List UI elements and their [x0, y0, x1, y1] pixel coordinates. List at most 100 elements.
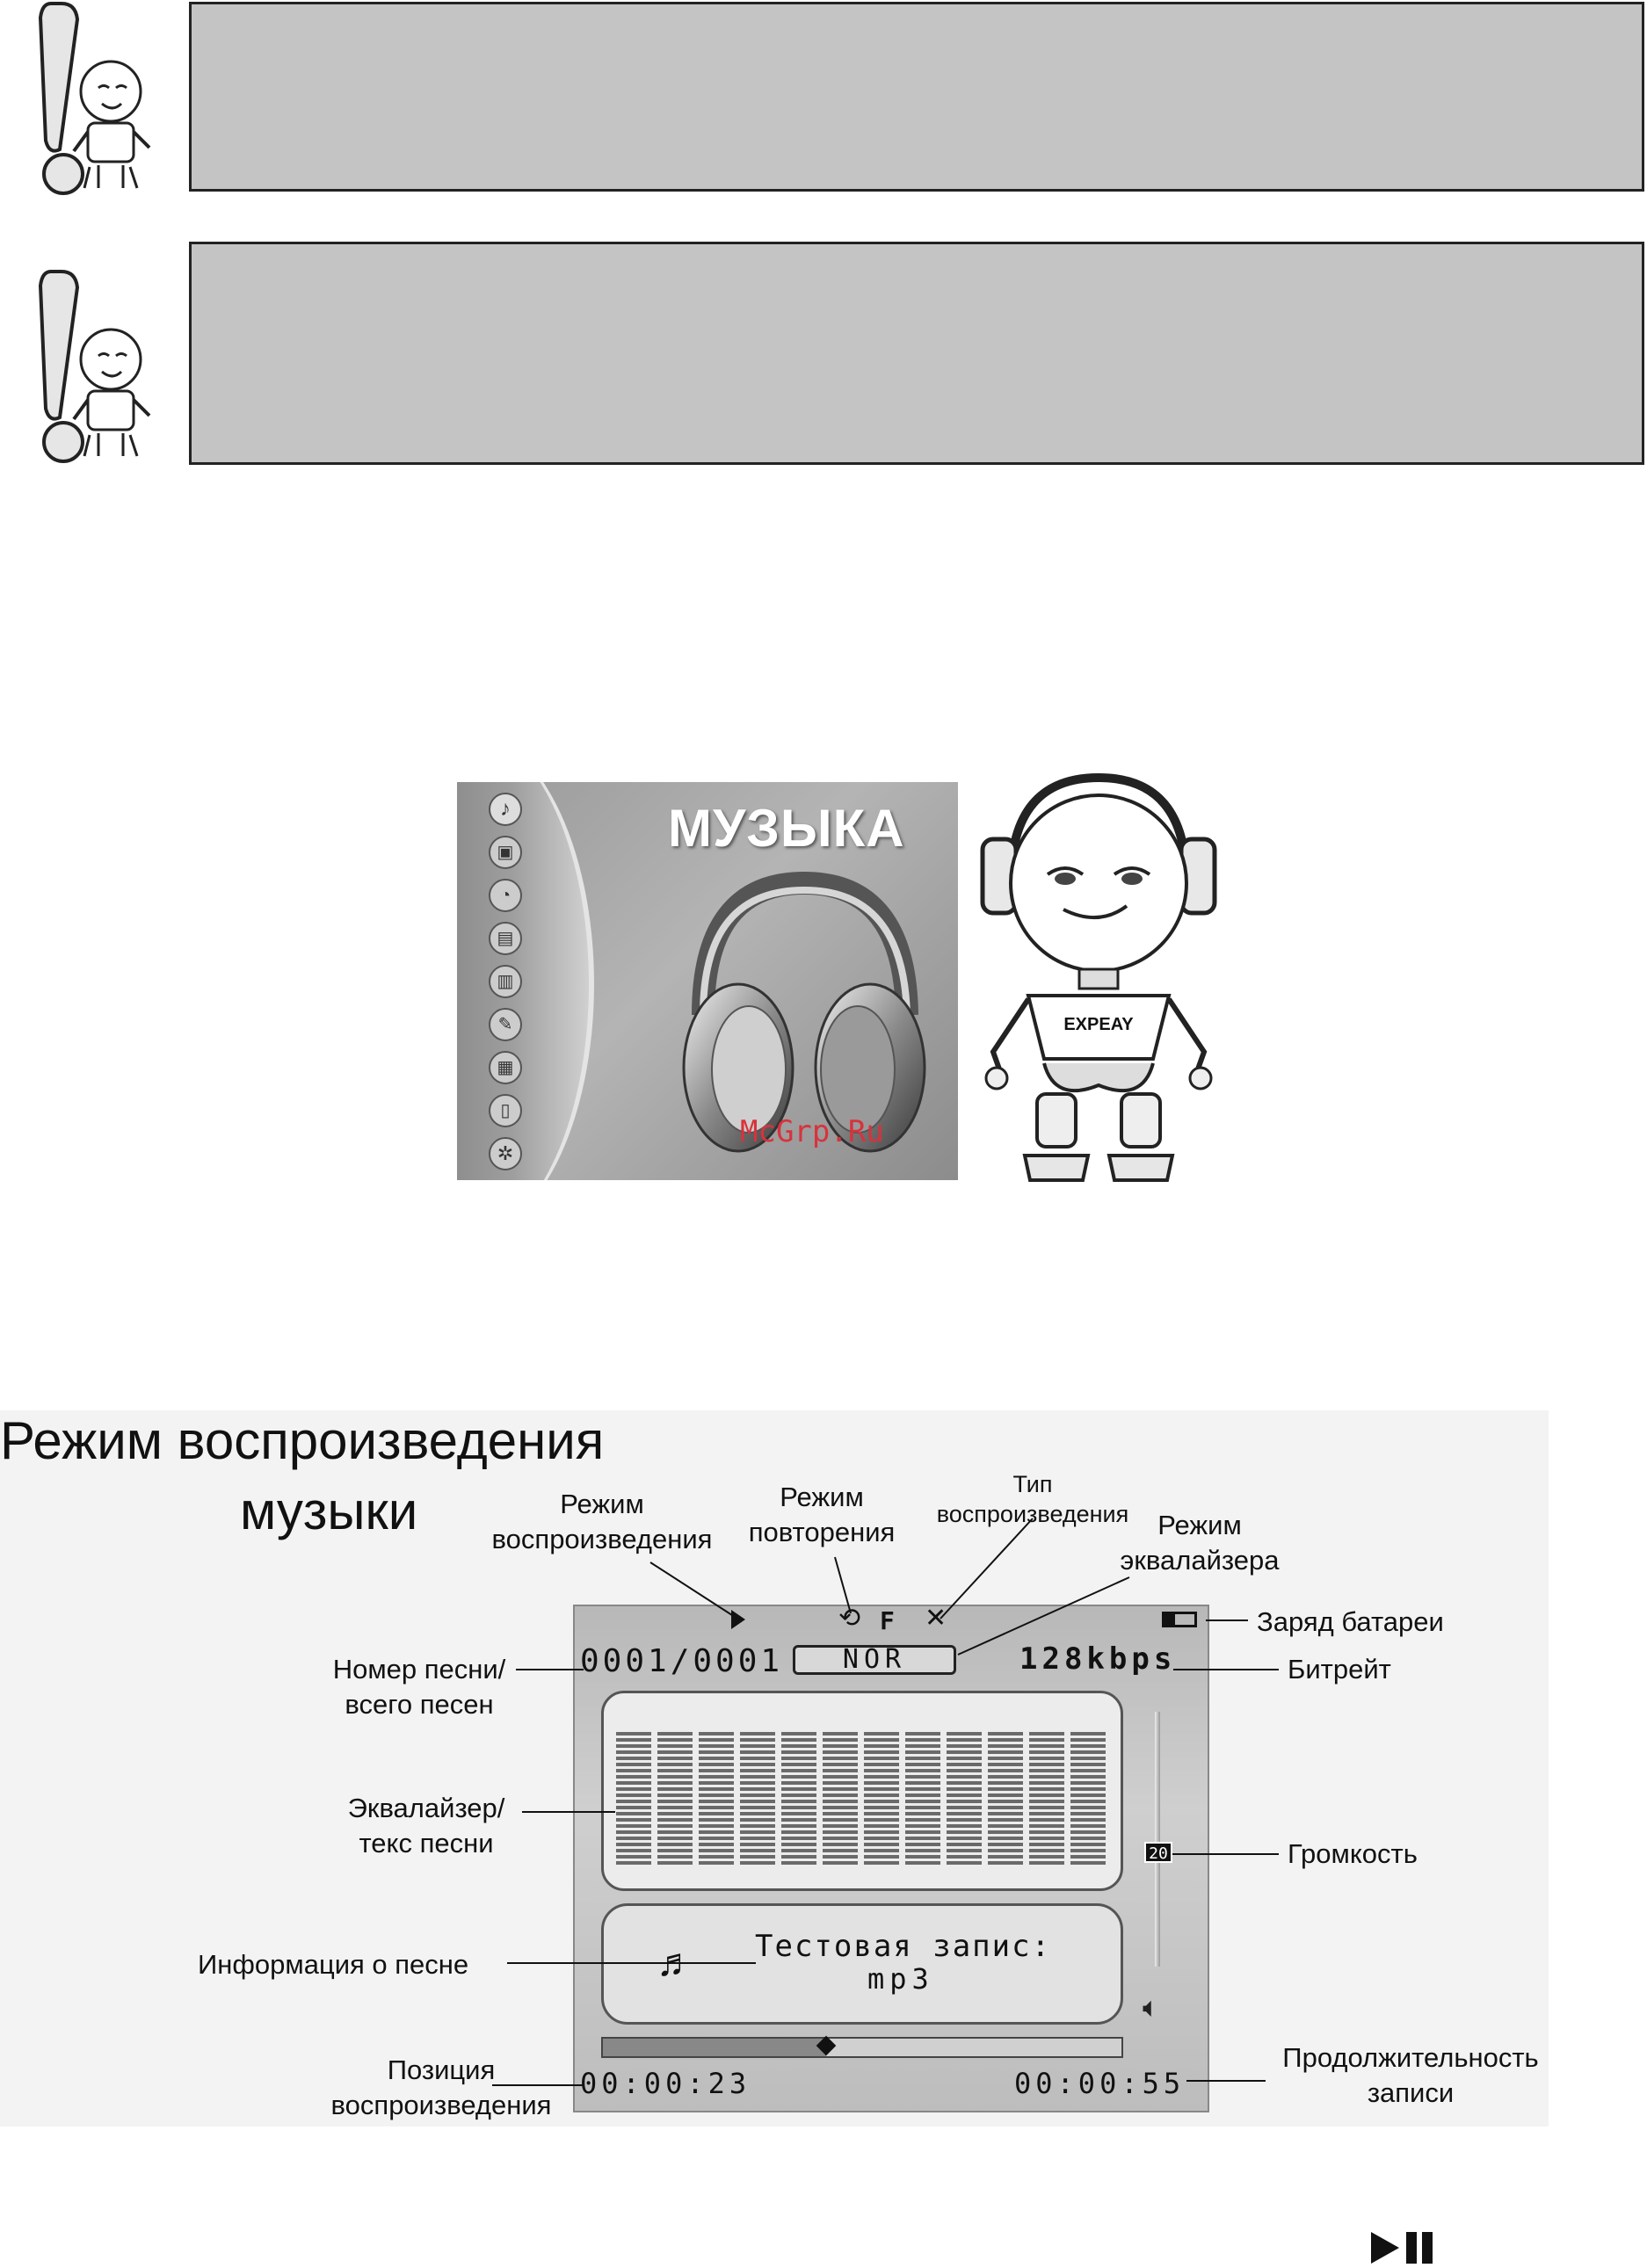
eq-segment [781, 1775, 816, 1779]
eq-segment [781, 1812, 816, 1815]
eq-segment [781, 1757, 816, 1760]
progress-bar[interactable] [601, 2035, 1123, 2058]
eq-segment [988, 1781, 1023, 1785]
music-note-icon[interactable]: ♪ [489, 793, 522, 826]
eq-segment [823, 1830, 858, 1834]
ebook-icon[interactable]: ▥ [489, 965, 522, 998]
menu-icon-column: ♪ ▣ ◔ ▤ ▥ ✎ ▦ ▯ ✲ [489, 793, 526, 1179]
menu-sidebar [457, 782, 594, 1180]
robot-shirt-logo: EXPEAY [1063, 1015, 1134, 1034]
eq-segment [823, 1855, 858, 1859]
eq-segment [864, 1843, 899, 1846]
player-lcd-screen: ⟲ F ✕ 0001/0001 NOR 128kbps 20 🔈︎ ♬ Тест… [573, 1604, 1209, 2112]
settings-icon[interactable]: ✲ [489, 1137, 522, 1170]
eq-segment [1070, 1855, 1106, 1859]
eq-segment [864, 1793, 899, 1797]
eq-segment [740, 1763, 775, 1766]
eq-segment [657, 1775, 693, 1779]
eq-mode-badge[interactable]: NOR [793, 1645, 956, 1675]
eq-segment [699, 1787, 734, 1791]
eq-segment [988, 1775, 1023, 1779]
eq-segment [657, 1744, 693, 1748]
eq-segment [1029, 1750, 1064, 1754]
eq-segment [781, 1769, 816, 1772]
eq-segment [781, 1806, 816, 1809]
eq-segment [781, 1800, 816, 1803]
eq-segment [616, 1738, 651, 1742]
eq-segment [1029, 1812, 1064, 1815]
eq-segment [823, 1732, 858, 1735]
eq-segment [616, 1861, 651, 1865]
robot-mascot-illustration: EXPEAY [980, 772, 1217, 1182]
shuffle-icon[interactable]: ✕ [925, 1604, 947, 1633]
eq-segment [699, 1849, 734, 1852]
repeat-mode-letter: F [880, 1606, 895, 1635]
volume-slider-track[interactable] [1155, 1712, 1160, 1967]
eq-segment [864, 1744, 899, 1748]
explorer-icon[interactable]: ▯ [489, 1094, 522, 1127]
eq-segment [740, 1824, 775, 1828]
eq-segment [947, 1732, 982, 1735]
eq-segment [781, 1849, 816, 1852]
song-info-panel: ♬ Тестовая запис: mp3 [601, 1903, 1123, 2025]
eq-segment [947, 1818, 982, 1822]
track-counter: 0001/0001 [580, 1643, 784, 1679]
eq-segment [616, 1855, 651, 1859]
note-box-2 [189, 242, 1644, 465]
eq-segment [1029, 1732, 1064, 1735]
eq-segment [1029, 1775, 1064, 1779]
eq-segment [905, 1849, 940, 1852]
eq-segment [699, 1793, 734, 1797]
eq-segment [988, 1843, 1023, 1846]
eq-segment [740, 1781, 775, 1785]
eq-segment [864, 1775, 899, 1779]
eq-segment [1029, 1800, 1064, 1803]
eq-segment [616, 1800, 651, 1803]
eq-segment [864, 1732, 899, 1735]
eq-segment [823, 1738, 858, 1742]
radio-icon[interactable]: ◔ [489, 879, 522, 912]
volume-value[interactable]: 20 [1144, 1842, 1172, 1863]
eq-segment [905, 1793, 940, 1797]
eq-segment [905, 1806, 940, 1809]
eq-segment [616, 1769, 651, 1772]
callout-bitrate: Битрейт [1288, 1654, 1391, 1685]
eq-segment [740, 1830, 775, 1834]
eq-segment [905, 1855, 940, 1859]
eq-segment [1070, 1812, 1106, 1815]
callout-battery: Заряд батареи [1257, 1606, 1444, 1637]
eq-segment [823, 1775, 858, 1779]
eq-segment [616, 1849, 651, 1852]
eq-segment [699, 1818, 734, 1822]
equalizer-panel [601, 1691, 1123, 1891]
eq-segment [905, 1787, 940, 1791]
song-title: Тестовая запис: [755, 1929, 1052, 1964]
eq-segment [781, 1781, 816, 1785]
eq-segment [823, 1781, 858, 1785]
eq-segment [740, 1744, 775, 1748]
eq-segment [740, 1757, 775, 1760]
eq-segment [947, 1830, 982, 1834]
eq-segment [1029, 1763, 1064, 1766]
eq-segment [1029, 1849, 1064, 1852]
eq-segment [1029, 1818, 1064, 1822]
play-mode-icon[interactable] [731, 1610, 745, 1629]
eq-segment [657, 1757, 693, 1760]
eq-segment [988, 1824, 1023, 1828]
photo-icon[interactable]: ▤ [489, 922, 522, 955]
video-icon[interactable]: ▣ [489, 836, 522, 869]
callout-track-number: Номер песни/всего песен [332, 1654, 506, 1720]
eq-segment [823, 1757, 858, 1760]
eq-segment [947, 1775, 982, 1779]
eq-segment [988, 1861, 1023, 1865]
eq-segment [657, 1732, 693, 1735]
games-icon[interactable]: ▦ [489, 1051, 522, 1084]
eq-segment [740, 1738, 775, 1742]
eq-segment [699, 1732, 734, 1735]
eq-segment [1070, 1824, 1106, 1828]
eq-segment [864, 1849, 899, 1852]
eq-segment [905, 1769, 940, 1772]
record-icon[interactable]: ✎ [489, 1008, 522, 1041]
eq-segment [1029, 1738, 1064, 1742]
